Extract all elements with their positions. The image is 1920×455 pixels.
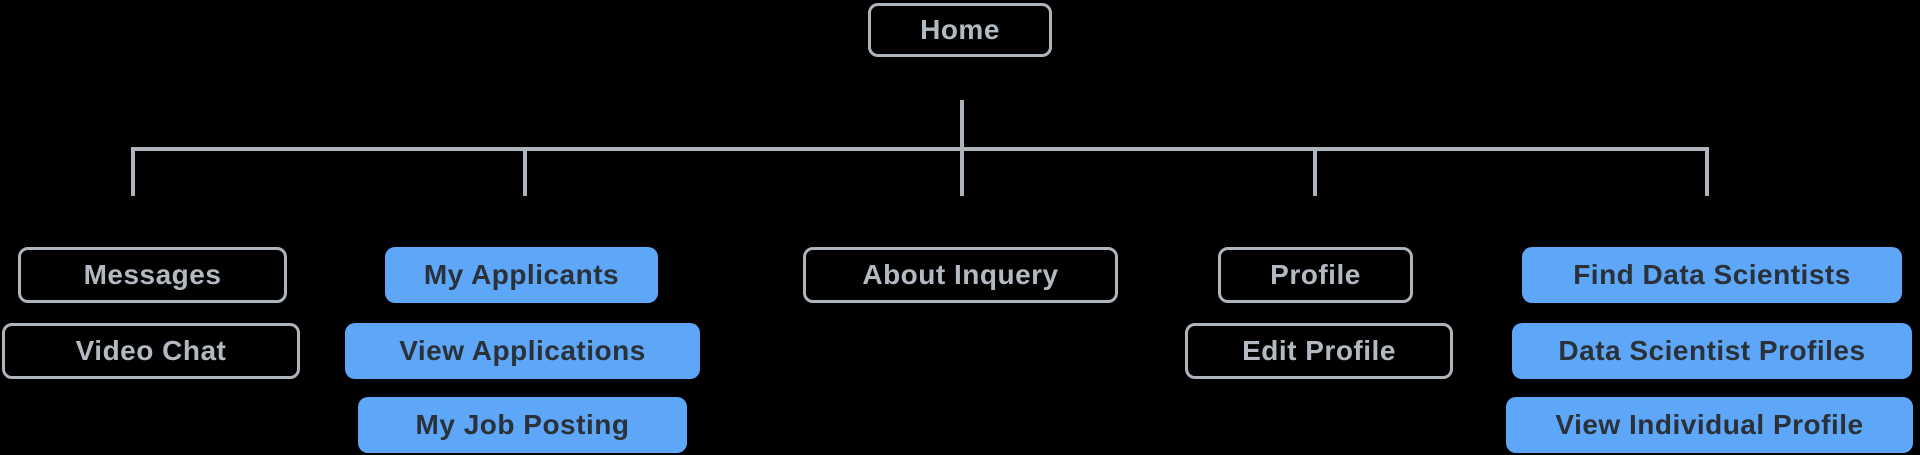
sitemap-node-video-chat[interactable]: Video Chat [2, 323, 300, 379]
connector-drop-about-inquery [960, 147, 964, 196]
connector-drop-messages [131, 147, 135, 196]
connector-drop-find-data-scientists [1705, 147, 1709, 196]
sitemap-node-my-job-posting[interactable]: My Job Posting [358, 397, 687, 453]
sitemap-node-data-scientist-profiles[interactable]: Data Scientist Profiles [1512, 323, 1912, 379]
connector-home-stub [960, 100, 964, 147]
sitemap-node-about-inquery[interactable]: About Inquery [803, 247, 1118, 303]
sitemap-node-view-individual-profile[interactable]: View Individual Profile [1506, 397, 1913, 453]
connector-horizontal-line [131, 147, 1709, 151]
connector-drop-profile [1313, 147, 1317, 196]
sitemap-node-edit-profile[interactable]: Edit Profile [1185, 323, 1453, 379]
sitemap-node-messages[interactable]: Messages [18, 247, 287, 303]
sitemap-node-my-applicants[interactable]: My Applicants [385, 247, 658, 303]
sitemap-node-home[interactable]: Home [868, 3, 1052, 57]
sitemap-node-view-applications[interactable]: View Applications [345, 323, 700, 379]
connector-drop-my-applicants [523, 147, 527, 196]
sitemap-node-profile[interactable]: Profile [1218, 247, 1413, 303]
sitemap-node-find-data-scientists[interactable]: Find Data Scientists [1522, 247, 1902, 303]
